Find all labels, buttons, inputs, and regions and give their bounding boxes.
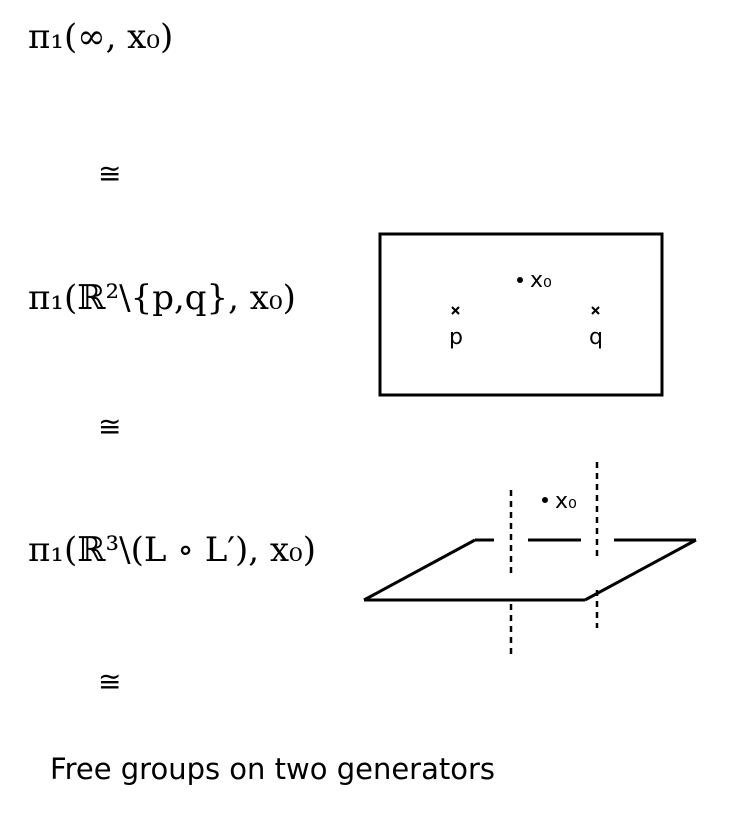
plane-right-edge [584,538,697,602]
puncture-label-p: p [449,325,463,350]
equation-fundamental-group-punctured-plane: π₁(ℝ²\{p,q}, x₀) [28,278,296,318]
basepoint-dot-3d [542,497,548,503]
equation-fundamental-group-figure-eight: π₁(∞, x₀) [28,17,174,57]
plane-left-edge [363,538,476,602]
puncture-cross-p [451,306,460,315]
equation-fundamental-group-line-complement: π₁(ℝ³\(L ∘ L′), x₀) [28,530,316,570]
isomorphism-symbol-3: ≅ [98,665,123,698]
isomorphism-symbol-2: ≅ [98,410,123,443]
basepoint-dot [517,277,523,283]
caption-free-groups: Free groups on two generators [50,752,496,786]
basepoint-label-3d: x₀ [555,489,577,514]
puncture-label-q: q [589,325,603,350]
basepoint-label: x₀ [530,268,552,293]
isomorphism-symbol-1: ≅ [98,157,123,190]
plane-rectangle [378,232,664,397]
puncture-cross-q [591,306,600,315]
